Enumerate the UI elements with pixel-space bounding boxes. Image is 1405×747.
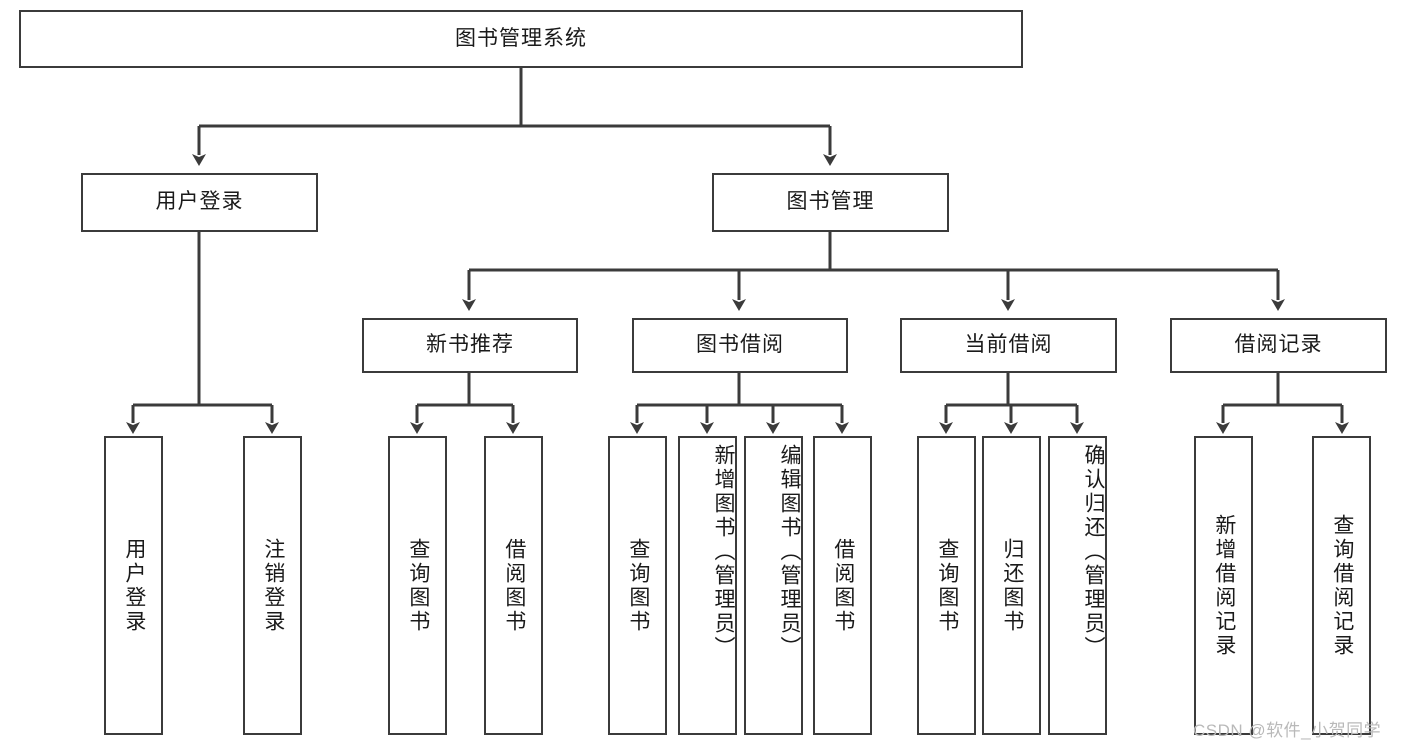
- leaf-query-record-label: 查询借阅记录: [1330, 513, 1354, 658]
- node-current-borrow-label: 当前借阅: [964, 333, 1053, 357]
- node-book-management[interactable]: 图书管理: [712, 173, 949, 232]
- leaf-borrow-book-2-label: 借阅图书: [831, 537, 855, 634]
- leaf-query-book-2-label: 查询图书: [626, 537, 650, 634]
- leaf-return-book-label: 归还图书: [1000, 537, 1024, 634]
- watermark-text: CSDN @软件_小贺同学: [1193, 721, 1382, 740]
- leaf-query-book-2[interactable]: 查询图书: [608, 436, 667, 735]
- leaf-query-book-1[interactable]: 查询图书: [388, 436, 447, 735]
- leaf-borrow-book-1-label: 借阅图书: [502, 537, 526, 634]
- leaf-add-book-label: 新增图书（管理员）: [712, 444, 735, 660]
- node-borrow-record[interactable]: 借阅记录: [1170, 318, 1387, 373]
- leaf-query-book-1-label: 查询图书: [406, 537, 430, 634]
- leaf-add-book[interactable]: 新增图书（管理员）: [678, 436, 737, 735]
- leaf-user-logout[interactable]: 注销登录: [243, 436, 302, 735]
- leaf-confirm-return-label: 确认归还（管理员）: [1082, 444, 1105, 660]
- leaf-edit-book[interactable]: 编辑图书（管理员）: [744, 436, 803, 735]
- node-book-borrow-label: 图书借阅: [696, 333, 784, 357]
- node-root-label: 图书管理系统: [455, 26, 587, 50]
- leaf-edit-book-label: 编辑图书（管理员）: [778, 444, 801, 660]
- leaf-query-book-3[interactable]: 查询图书: [917, 436, 976, 735]
- node-book-borrow[interactable]: 图书借阅: [632, 318, 848, 373]
- node-current-borrow[interactable]: 当前借阅: [900, 318, 1117, 373]
- node-user-login[interactable]: 用户登录: [81, 173, 318, 232]
- leaf-query-book-3-label: 查询图书: [935, 537, 959, 634]
- leaf-user-login-label: 用户登录: [122, 537, 146, 634]
- node-book-management-label: 图书管理: [786, 190, 875, 214]
- leaf-confirm-return[interactable]: 确认归还（管理员）: [1048, 436, 1107, 735]
- leaf-return-book[interactable]: 归还图书: [982, 436, 1041, 735]
- leaf-borrow-book-2[interactable]: 借阅图书: [813, 436, 872, 735]
- node-new-book-recommend[interactable]: 新书推荐: [362, 318, 578, 373]
- leaf-user-login[interactable]: 用户登录: [104, 436, 163, 735]
- node-new-book-recommend-label: 新书推荐: [426, 333, 514, 357]
- leaf-add-record-label: 新增借阅记录: [1212, 513, 1236, 658]
- node-root[interactable]: 图书管理系统: [19, 10, 1023, 68]
- leaf-add-record[interactable]: 新增借阅记录: [1194, 436, 1253, 735]
- leaf-query-record[interactable]: 查询借阅记录: [1312, 436, 1371, 735]
- node-borrow-record-label: 借阅记录: [1234, 333, 1323, 357]
- leaf-borrow-book-1[interactable]: 借阅图书: [484, 436, 543, 735]
- leaf-user-logout-label: 注销登录: [261, 537, 285, 634]
- node-user-login-label: 用户登录: [155, 190, 244, 214]
